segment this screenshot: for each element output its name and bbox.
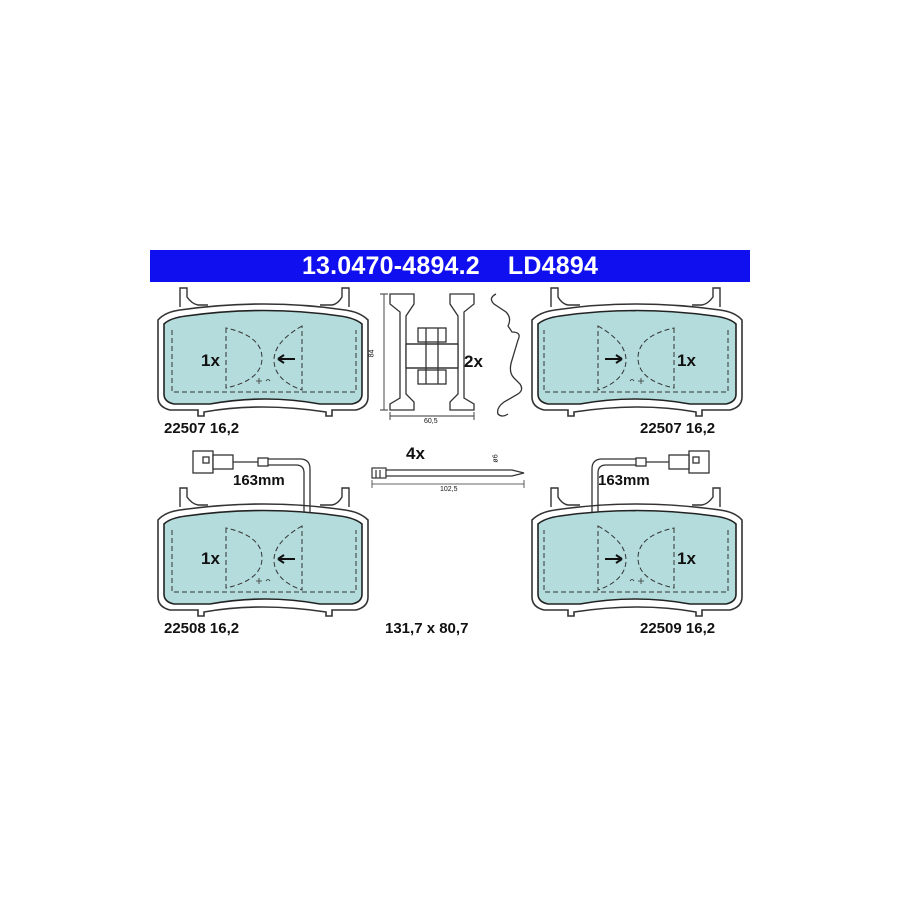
guide-pin (371, 467, 525, 488)
product-code: LD4894 (507, 251, 599, 280)
pad-qty-bottom-left: 1x (201, 549, 220, 568)
pad-ref-bottom-left: 22508 16,2 (164, 620, 240, 637)
pin-length-dim: 102,5 (440, 486, 458, 493)
pin-diameter-dim: ø6 (492, 454, 500, 463)
pad-top-right (531, 287, 743, 417)
pad-dimensions: 131,7 x 80,7 (385, 620, 469, 637)
header-bar: 13.0470-4894.2 LD4894 (150, 250, 750, 282)
pad-top-left (157, 287, 369, 417)
spring-width-dim: 60,5 (424, 418, 438, 425)
wear-sensor-left (192, 450, 311, 512)
spring-qty: 2x (464, 352, 483, 371)
pad-qty-top-right: 1x (677, 351, 696, 370)
sensor-length-right: 163mm (598, 472, 650, 489)
pad-qty-bottom-right: 1x (677, 549, 696, 568)
spring-height-dim: 84 (368, 349, 376, 358)
part-number: 13.0470-4894.2 (301, 251, 480, 280)
wire-spring (490, 293, 523, 417)
pad-qty-top-left: 1x (201, 351, 220, 370)
pad-ref-top-left: 22507 16,2 (164, 420, 240, 437)
wear-sensor-right (591, 450, 710, 512)
pad-bottom-right (531, 487, 743, 617)
spring-clip (380, 293, 475, 420)
pad-bottom-left (157, 487, 369, 617)
pin-qty: 4x (406, 444, 425, 463)
pad-ref-top-right: 22507 16,2 (640, 420, 716, 437)
sensor-length-left: 163mm (233, 472, 285, 489)
pad-ref-bottom-right: 22509 16,2 (640, 620, 716, 637)
